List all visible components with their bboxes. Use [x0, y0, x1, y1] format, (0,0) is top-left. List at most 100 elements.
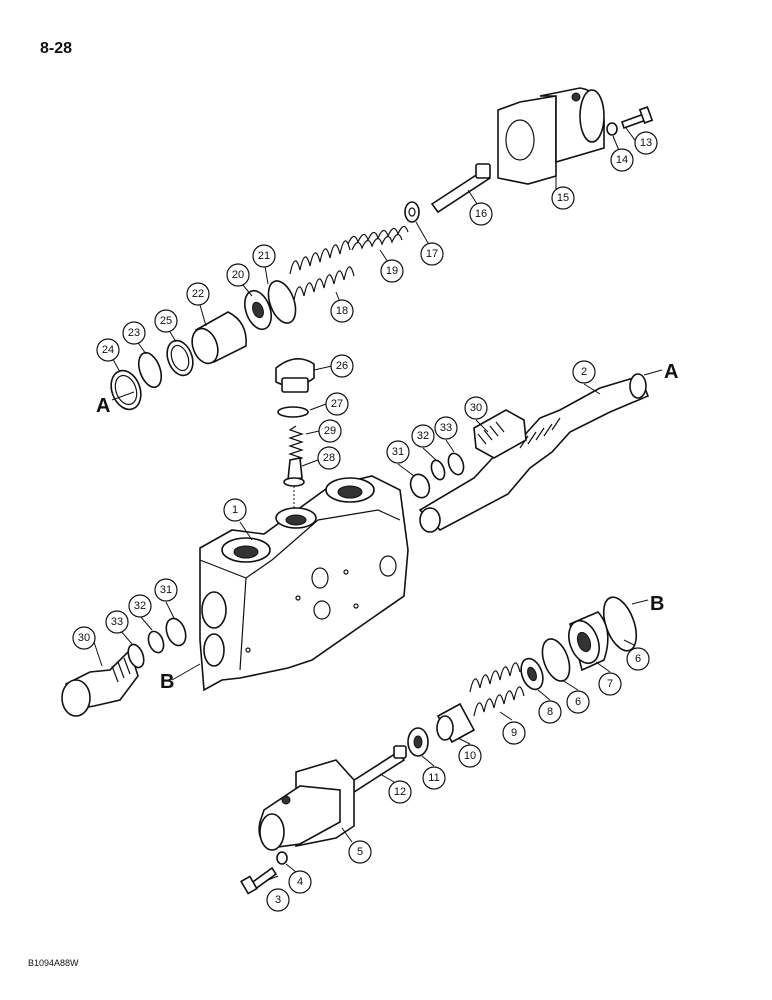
part-31-ring-upper [409, 473, 431, 499]
callout-30-lower: 30 [72, 626, 96, 650]
part-13-bolt [620, 106, 654, 130]
svg-text:32: 32 [417, 430, 429, 442]
ref-letter-b-right: B [650, 593, 664, 615]
callout-12: 12 [388, 780, 412, 804]
svg-text:16: 16 [475, 208, 487, 220]
svg-text:25: 25 [160, 315, 172, 327]
svg-text:11: 11 [428, 772, 439, 784]
svg-text:26: 26 [336, 360, 348, 372]
svg-text:4: 4 [297, 876, 303, 888]
ref-letter-a-left: A [96, 395, 110, 417]
part-22-sleeve [191, 311, 247, 365]
svg-text:3: 3 [275, 894, 281, 906]
callout-6-right: 6 [626, 647, 650, 671]
callout-28: 28 [317, 446, 341, 470]
svg-text:1: 1 [232, 504, 238, 516]
svg-text:13: 13 [640, 137, 652, 149]
svg-text:9: 9 [511, 727, 517, 739]
callout-18: 18 [330, 299, 354, 323]
callout-29: 29 [318, 419, 342, 443]
svg-text:22: 22 [192, 288, 204, 300]
svg-text:8: 8 [547, 706, 553, 718]
callout-7: 7 [598, 672, 622, 696]
callout-32-upper: 32 [411, 424, 435, 448]
svg-text:30: 30 [78, 632, 90, 644]
part-18-spring [289, 240, 355, 301]
part-33-ring-lower [127, 643, 145, 669]
callout-6-left: 6 [566, 690, 590, 714]
part-17-washer [404, 201, 420, 223]
svg-text:15: 15 [557, 192, 569, 204]
svg-text:20: 20 [232, 269, 244, 281]
svg-text:14: 14 [616, 154, 628, 166]
callout-24: 24 [96, 338, 120, 362]
svg-text:33: 33 [111, 616, 123, 628]
part-1-valve-body [199, 475, 409, 692]
callout-20: 20 [226, 263, 250, 287]
callout-1: 1 [223, 498, 247, 522]
part-21-oring [267, 280, 297, 324]
callout-31-upper: 31 [386, 440, 410, 464]
part-14-nut [606, 122, 618, 136]
callout-22: 22 [186, 282, 210, 306]
svg-text:7: 7 [607, 678, 613, 690]
svg-text:27: 27 [331, 398, 343, 410]
svg-text:29: 29 [324, 425, 336, 437]
part-30-cap-upper [473, 409, 527, 459]
callout-31-lower: 31 [154, 578, 178, 602]
part-26-plug [275, 358, 315, 393]
part-7-sleeve [568, 611, 609, 672]
ref-letter-b-left: B [160, 671, 174, 693]
callout-30-upper: 30 [464, 396, 488, 420]
part-32-ring-lower [147, 630, 165, 654]
callout-8: 8 [538, 700, 562, 724]
part-9-spring [469, 662, 525, 717]
part-16-rod [430, 163, 492, 214]
callout-16: 16 [469, 202, 493, 226]
svg-text:18: 18 [336, 305, 348, 317]
callout-21: 21 [252, 244, 276, 268]
svg-text:6: 6 [575, 696, 581, 708]
part-23-oring [137, 351, 163, 389]
svg-text:23: 23 [128, 327, 140, 339]
callout-23: 23 [122, 321, 146, 345]
part-27-oring [277, 406, 309, 418]
part-25-ring [166, 339, 194, 377]
svg-text:32: 32 [134, 600, 146, 612]
part-31-ring-lower [165, 617, 187, 647]
callout-33-lower: 33 [105, 610, 129, 634]
callout-3: 3 [266, 888, 290, 912]
svg-text:5: 5 [357, 846, 363, 858]
svg-text:31: 31 [392, 446, 404, 458]
callout-2: 2 [572, 360, 596, 384]
part-3-bolt [240, 866, 278, 895]
part-33-ring-upper [447, 452, 465, 476]
figure-code: B1094A88W [28, 958, 79, 968]
part-8-seal [520, 657, 544, 691]
part-30-cap-lower [61, 648, 139, 717]
svg-text:33: 33 [440, 422, 452, 434]
svg-text:12: 12 [394, 786, 406, 798]
callout-9: 9 [502, 721, 526, 745]
part-10-spacer [436, 702, 476, 744]
callout-27: 27 [325, 392, 349, 416]
svg-text:31: 31 [160, 584, 172, 596]
callout-32-lower: 32 [128, 594, 152, 618]
part-28-poppet [283, 457, 305, 487]
svg-text:19: 19 [386, 265, 398, 277]
svg-text:17: 17 [426, 248, 438, 260]
callout-25: 25 [154, 309, 178, 333]
ref-letter-a-right: A [664, 361, 678, 383]
callout-26: 26 [330, 354, 354, 378]
svg-text:21: 21 [258, 250, 270, 262]
callout-11: 11 [422, 766, 446, 790]
part-11-washer [407, 727, 429, 757]
part-19-spring [347, 225, 409, 251]
callout-13: 13 [634, 131, 658, 155]
svg-text:30: 30 [470, 402, 482, 414]
svg-text:28: 28 [323, 452, 335, 464]
part-4-nut [276, 851, 288, 865]
part-20-seal [244, 289, 272, 331]
callout-14: 14 [610, 148, 634, 172]
